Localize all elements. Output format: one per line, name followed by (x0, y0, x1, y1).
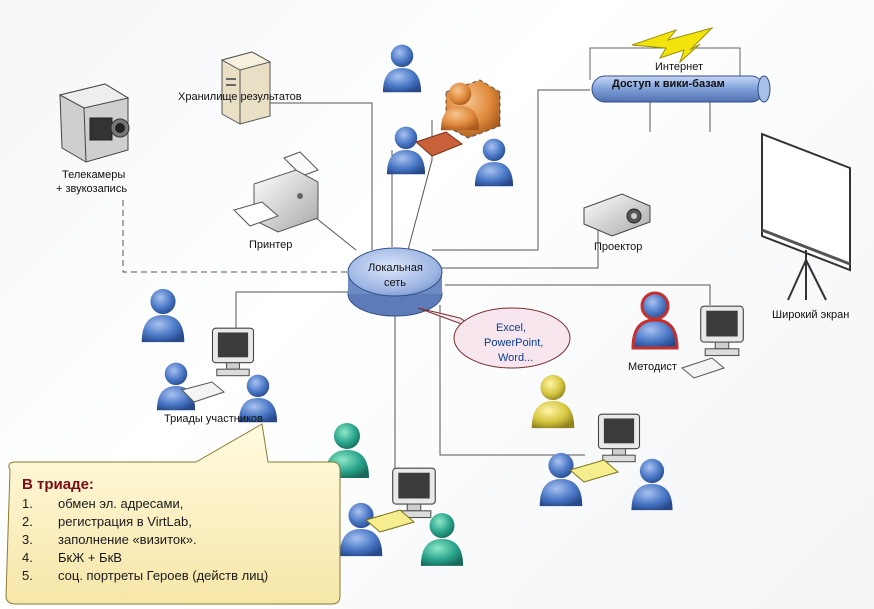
keyboard-icon (568, 459, 620, 483)
person-icon (631, 291, 679, 350)
link-printer (315, 217, 357, 251)
printer-icon (233, 151, 319, 233)
keyboard-icon (364, 509, 416, 533)
person-icon (474, 138, 514, 187)
monitor-icon (700, 305, 744, 357)
apps-label-line3: Word... (498, 352, 533, 364)
list-item: 2.регистрация в VirtLab, (22, 514, 192, 529)
internet-label: Интернет (655, 61, 703, 73)
top-team-group (382, 44, 514, 187)
keyboard-icon (415, 131, 464, 157)
lan-label-line2: сеть (384, 277, 406, 289)
callout-shape (5, 423, 341, 605)
person-icon (339, 502, 383, 557)
person-icon (631, 458, 673, 511)
list-item: 3.заполнение «визиток». (22, 532, 197, 547)
list-item: 5.соц. портреты Героев (действ лиц) (22, 568, 269, 583)
keyboard-icon (181, 381, 226, 403)
person-icon (531, 374, 575, 429)
screen-label: Широкий экран (772, 309, 849, 321)
link-triad-left (235, 291, 350, 340)
storage-label: Хранилище результатов (178, 91, 302, 103)
printer-label: Принтер (249, 239, 292, 251)
monitor-icon (597, 413, 641, 463)
person-icon (386, 126, 426, 175)
apps-bubble (417, 307, 571, 369)
projector-label: Проектор (594, 241, 642, 253)
methodist-group (631, 291, 744, 379)
link-storage (262, 102, 373, 250)
wiki-access-pipe: Доступ к вики-базам (591, 75, 771, 103)
bottom-triad-group (325, 423, 464, 566)
projector-icon (583, 193, 651, 237)
link-methodist (445, 284, 711, 305)
link-wiki (432, 89, 590, 251)
lightning-icon (631, 27, 714, 64)
triads-label: Триады участников (164, 413, 263, 425)
person-icon (539, 452, 583, 507)
right-triad-group (531, 374, 673, 511)
keyboard-icon (680, 357, 726, 379)
list-item: 1.обмен эл. адресами, (22, 496, 184, 511)
wiki-label: Доступ к вики-базам (612, 78, 725, 90)
methodist-label: Методист (628, 361, 677, 373)
callout-title: В триаде: (22, 476, 94, 493)
triad-tasks-callout: В триаде: 1.обмен эл. адресами, 2.регист… (22, 476, 342, 585)
monitor-icon (211, 327, 255, 377)
storage-server-icon (220, 51, 272, 125)
projection-screen-icon (761, 132, 851, 301)
link-triad-right (439, 305, 585, 456)
lan-hub (347, 247, 443, 317)
apps-label-line1: Excel, (496, 322, 526, 334)
link-team-top-2 (407, 120, 433, 251)
cameras-label-line2: + звукозапись (56, 183, 127, 195)
person-icon (420, 513, 464, 566)
person-icon (382, 44, 422, 93)
lan-label-line1: Локальная (368, 262, 423, 274)
list-item: 4.БкЖ + БкВ (22, 550, 122, 565)
link-projector (440, 226, 599, 269)
left-triad-group (141, 288, 278, 423)
callout-list: 1.обмен эл. адресами, 2.регистрация в Vi… (22, 495, 342, 585)
video-camera-icon (58, 83, 130, 163)
apps-label-line2: PowerPoint, (484, 337, 543, 349)
link-cameras (122, 200, 350, 273)
person-icon (141, 288, 185, 343)
cameras-label-line1: Телекамеры (62, 169, 125, 181)
person-icon (156, 362, 196, 411)
